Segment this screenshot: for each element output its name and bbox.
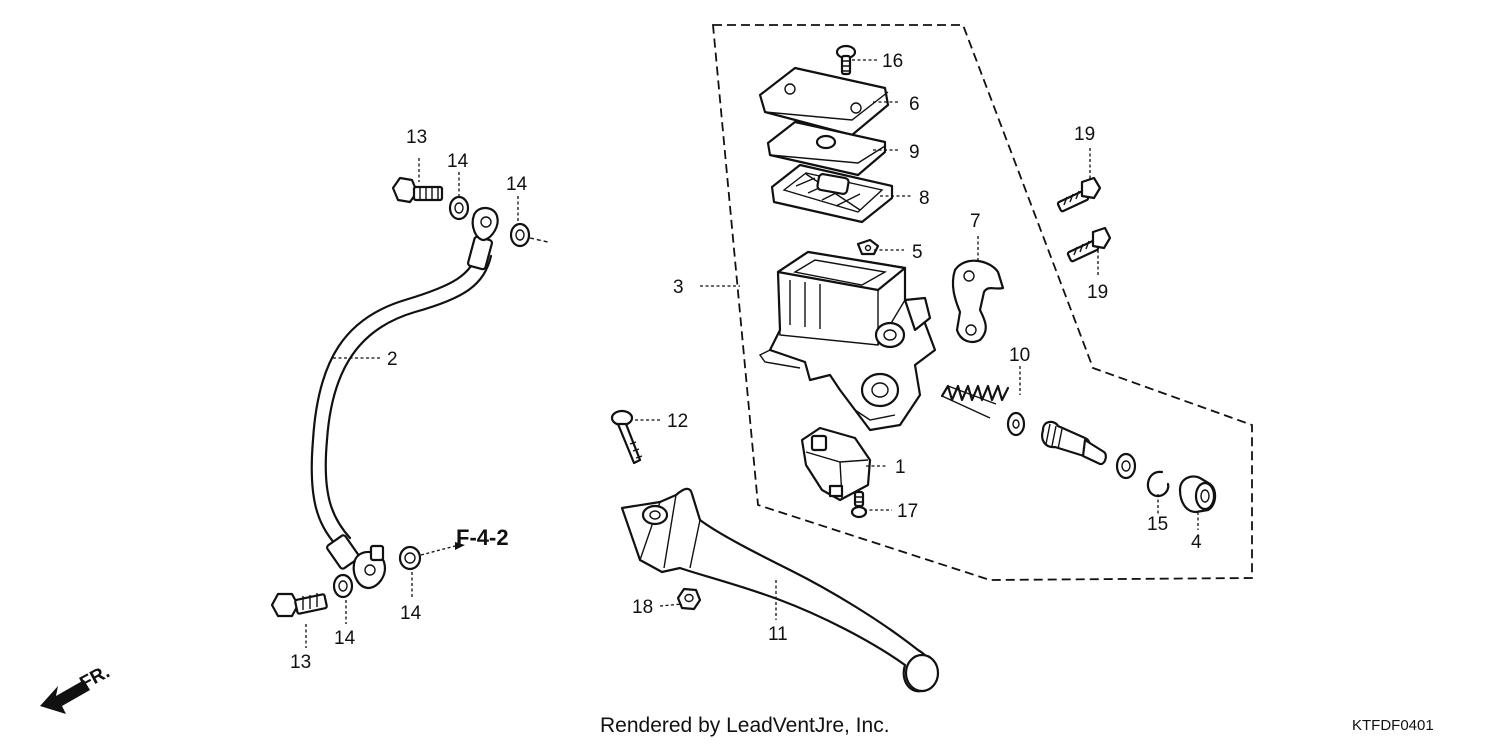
lower-washer-a: [332, 573, 354, 599]
lower-washer-b: [398, 545, 422, 571]
callout-17: 17: [897, 501, 918, 522]
small-plate: [856, 238, 880, 256]
front-direction-indicator: FR.: [40, 662, 113, 714]
diagram-code: KTFDF0401: [1352, 717, 1434, 734]
circlip: [1146, 470, 1170, 498]
callout-14-upper-a: 14: [447, 151, 469, 172]
piston-cup: [1006, 411, 1026, 437]
front-arrow-icon: [40, 680, 90, 714]
lower-hose-fitting: [326, 534, 360, 570]
callout-15: 15: [1147, 514, 1168, 535]
callout-8: 8: [919, 188, 930, 209]
callout-14-upper-b: 14: [506, 174, 528, 195]
callout-18: 18: [632, 597, 653, 618]
master-cylinder-body: [758, 250, 937, 432]
dust-boot: [1178, 475, 1217, 514]
brake-lever: [620, 487, 940, 693]
callout-1: 1: [895, 457, 906, 478]
brake-hose: [310, 206, 499, 590]
callout-10: 10: [1009, 345, 1030, 366]
callout-19-upper: 19: [1074, 124, 1095, 145]
callout-14-lower-a: 14: [334, 628, 356, 649]
diaphragm: [770, 163, 894, 224]
pivot-nut: [676, 587, 702, 611]
holder-bolt-upper: [1056, 176, 1102, 213]
callout-2: 2: [387, 349, 398, 370]
upper-washer-b: [509, 222, 531, 248]
reservoir-cap: [758, 66, 890, 137]
diaphragm-plate: [766, 120, 887, 177]
callout-5: 5: [912, 242, 923, 263]
piston-spring: [940, 384, 1010, 402]
callout-7: 7: [970, 211, 981, 232]
brake-light-switch: [800, 426, 872, 502]
piston-set: [940, 384, 1137, 480]
leader-lines: [305, 59, 1199, 648]
footer-credit: Rendered by LeadVentJre, Inc.: [600, 714, 890, 737]
callout-numbers: 13 14 14 2 13 14 14 16 6 9 8 5 3 7 19 19…: [290, 51, 1202, 673]
cap-screw: [835, 44, 857, 76]
callout-4: 4: [1191, 532, 1202, 553]
upper-washer-a: [448, 195, 470, 221]
callout-13-upper: 13: [406, 127, 427, 148]
lower-banjo-bolt: [270, 592, 328, 618]
callout-11: 11: [768, 624, 788, 645]
holder-bolt-lower: [1066, 226, 1112, 263]
callout-14-lower-b: 14: [400, 603, 422, 624]
switch-screw: [850, 490, 868, 519]
callout-6: 6: [909, 94, 920, 115]
upper-banjo-bolt: [391, 176, 444, 204]
lever-holder: [951, 259, 1005, 344]
assembly-outline: [712, 24, 1253, 581]
callout-13-lower: 13: [290, 652, 311, 673]
piston-seal: [1115, 452, 1137, 480]
callout-19-lower: 19: [1087, 282, 1108, 303]
callout-12: 12: [667, 411, 688, 432]
upper-banjo: [471, 206, 499, 242]
callout-16: 16: [882, 51, 903, 72]
callout-9: 9: [909, 142, 920, 163]
piston: [1041, 420, 1107, 466]
reference-label-f-4-2: F-4-2: [456, 525, 509, 550]
pivot-bolt: [610, 409, 643, 465]
callout-3: 3: [673, 277, 684, 298]
